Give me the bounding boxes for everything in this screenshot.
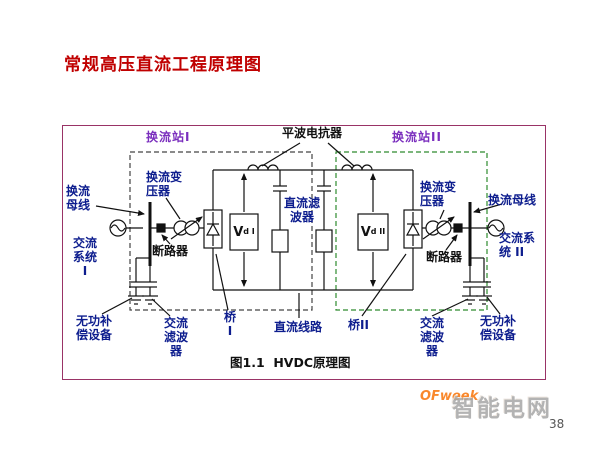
ac-filter-left-label: 交流 滤波 器 xyxy=(163,316,188,359)
vd1-symbol-letter: V xyxy=(233,224,244,240)
page-number: 38 xyxy=(549,417,565,431)
bus-right-label: 换流母线 xyxy=(488,193,537,207)
smoothing-reactor-leaders xyxy=(261,142,355,167)
station1-label: 换流站I xyxy=(146,130,191,144)
shunt-right-symbols xyxy=(431,257,501,317)
transformer-right-symbol xyxy=(422,209,470,240)
dc-rails xyxy=(213,169,413,291)
vd1-subscript: d I xyxy=(243,227,255,236)
transformer-left-label: 换流变 压器 xyxy=(146,170,183,199)
ac-system2-label: 交流系 统 II xyxy=(499,231,536,260)
station2-dashed-box xyxy=(335,151,488,311)
vd2-symbol-letter: V xyxy=(360,224,371,240)
vd2-subscript: d II xyxy=(370,227,386,236)
shunt-left-symbols xyxy=(101,257,171,317)
breaker-left-label: 断路器 xyxy=(152,244,189,258)
vd1-symbol xyxy=(229,173,259,287)
ac-source-left-symbol xyxy=(109,219,143,237)
dc-line-label: 直流线路 xyxy=(274,320,323,334)
page-title: 常规高压直流工程原理图 xyxy=(64,55,262,75)
smoothing-reactor-2 xyxy=(341,164,373,171)
transformer-left-symbol xyxy=(165,197,203,240)
dc-filter-branch-2 xyxy=(315,170,333,290)
station2-label: 换流站II xyxy=(392,130,442,144)
bus-right-symbol xyxy=(468,202,503,266)
dc-filter-label: 直流滤 波器 xyxy=(283,196,320,225)
figure-caption: 图1.1 HVDC原理图 xyxy=(230,355,351,370)
bridge2-label: 桥II xyxy=(348,318,369,332)
breaker-right-symbol xyxy=(445,223,463,251)
bus-left-symbol xyxy=(95,202,152,266)
watermark-name: 智能电网 xyxy=(452,396,552,422)
ac-filter-right-label: 交流 滤波 器 xyxy=(419,316,444,359)
vd2-symbol xyxy=(357,173,389,287)
ac-system1-label: 交流 系统 I xyxy=(72,236,97,279)
station1-dashed-box xyxy=(129,151,313,311)
smoothing-reactor-label: 平波电抗器 xyxy=(282,126,343,140)
converter-bridge-1-symbol xyxy=(203,170,229,311)
converter-bridge-2-symbol xyxy=(361,170,423,317)
watermark-brand: OFweek xyxy=(420,389,479,404)
reactive-right-label: 无功补 偿设备 xyxy=(480,314,517,343)
reactive-left-label: 无功补 偿设备 xyxy=(76,314,113,343)
bridge1-label: 桥 I xyxy=(223,310,236,339)
bus-left-label: 换流 母线 xyxy=(65,184,90,213)
ac-source-right-symbol xyxy=(470,219,505,237)
diagram-frame xyxy=(62,125,546,380)
breaker-right-label: 断路器 xyxy=(426,250,463,264)
dc-filter-branch-1 xyxy=(271,170,289,290)
transformer-right-label: 换流变 压器 xyxy=(420,180,457,209)
